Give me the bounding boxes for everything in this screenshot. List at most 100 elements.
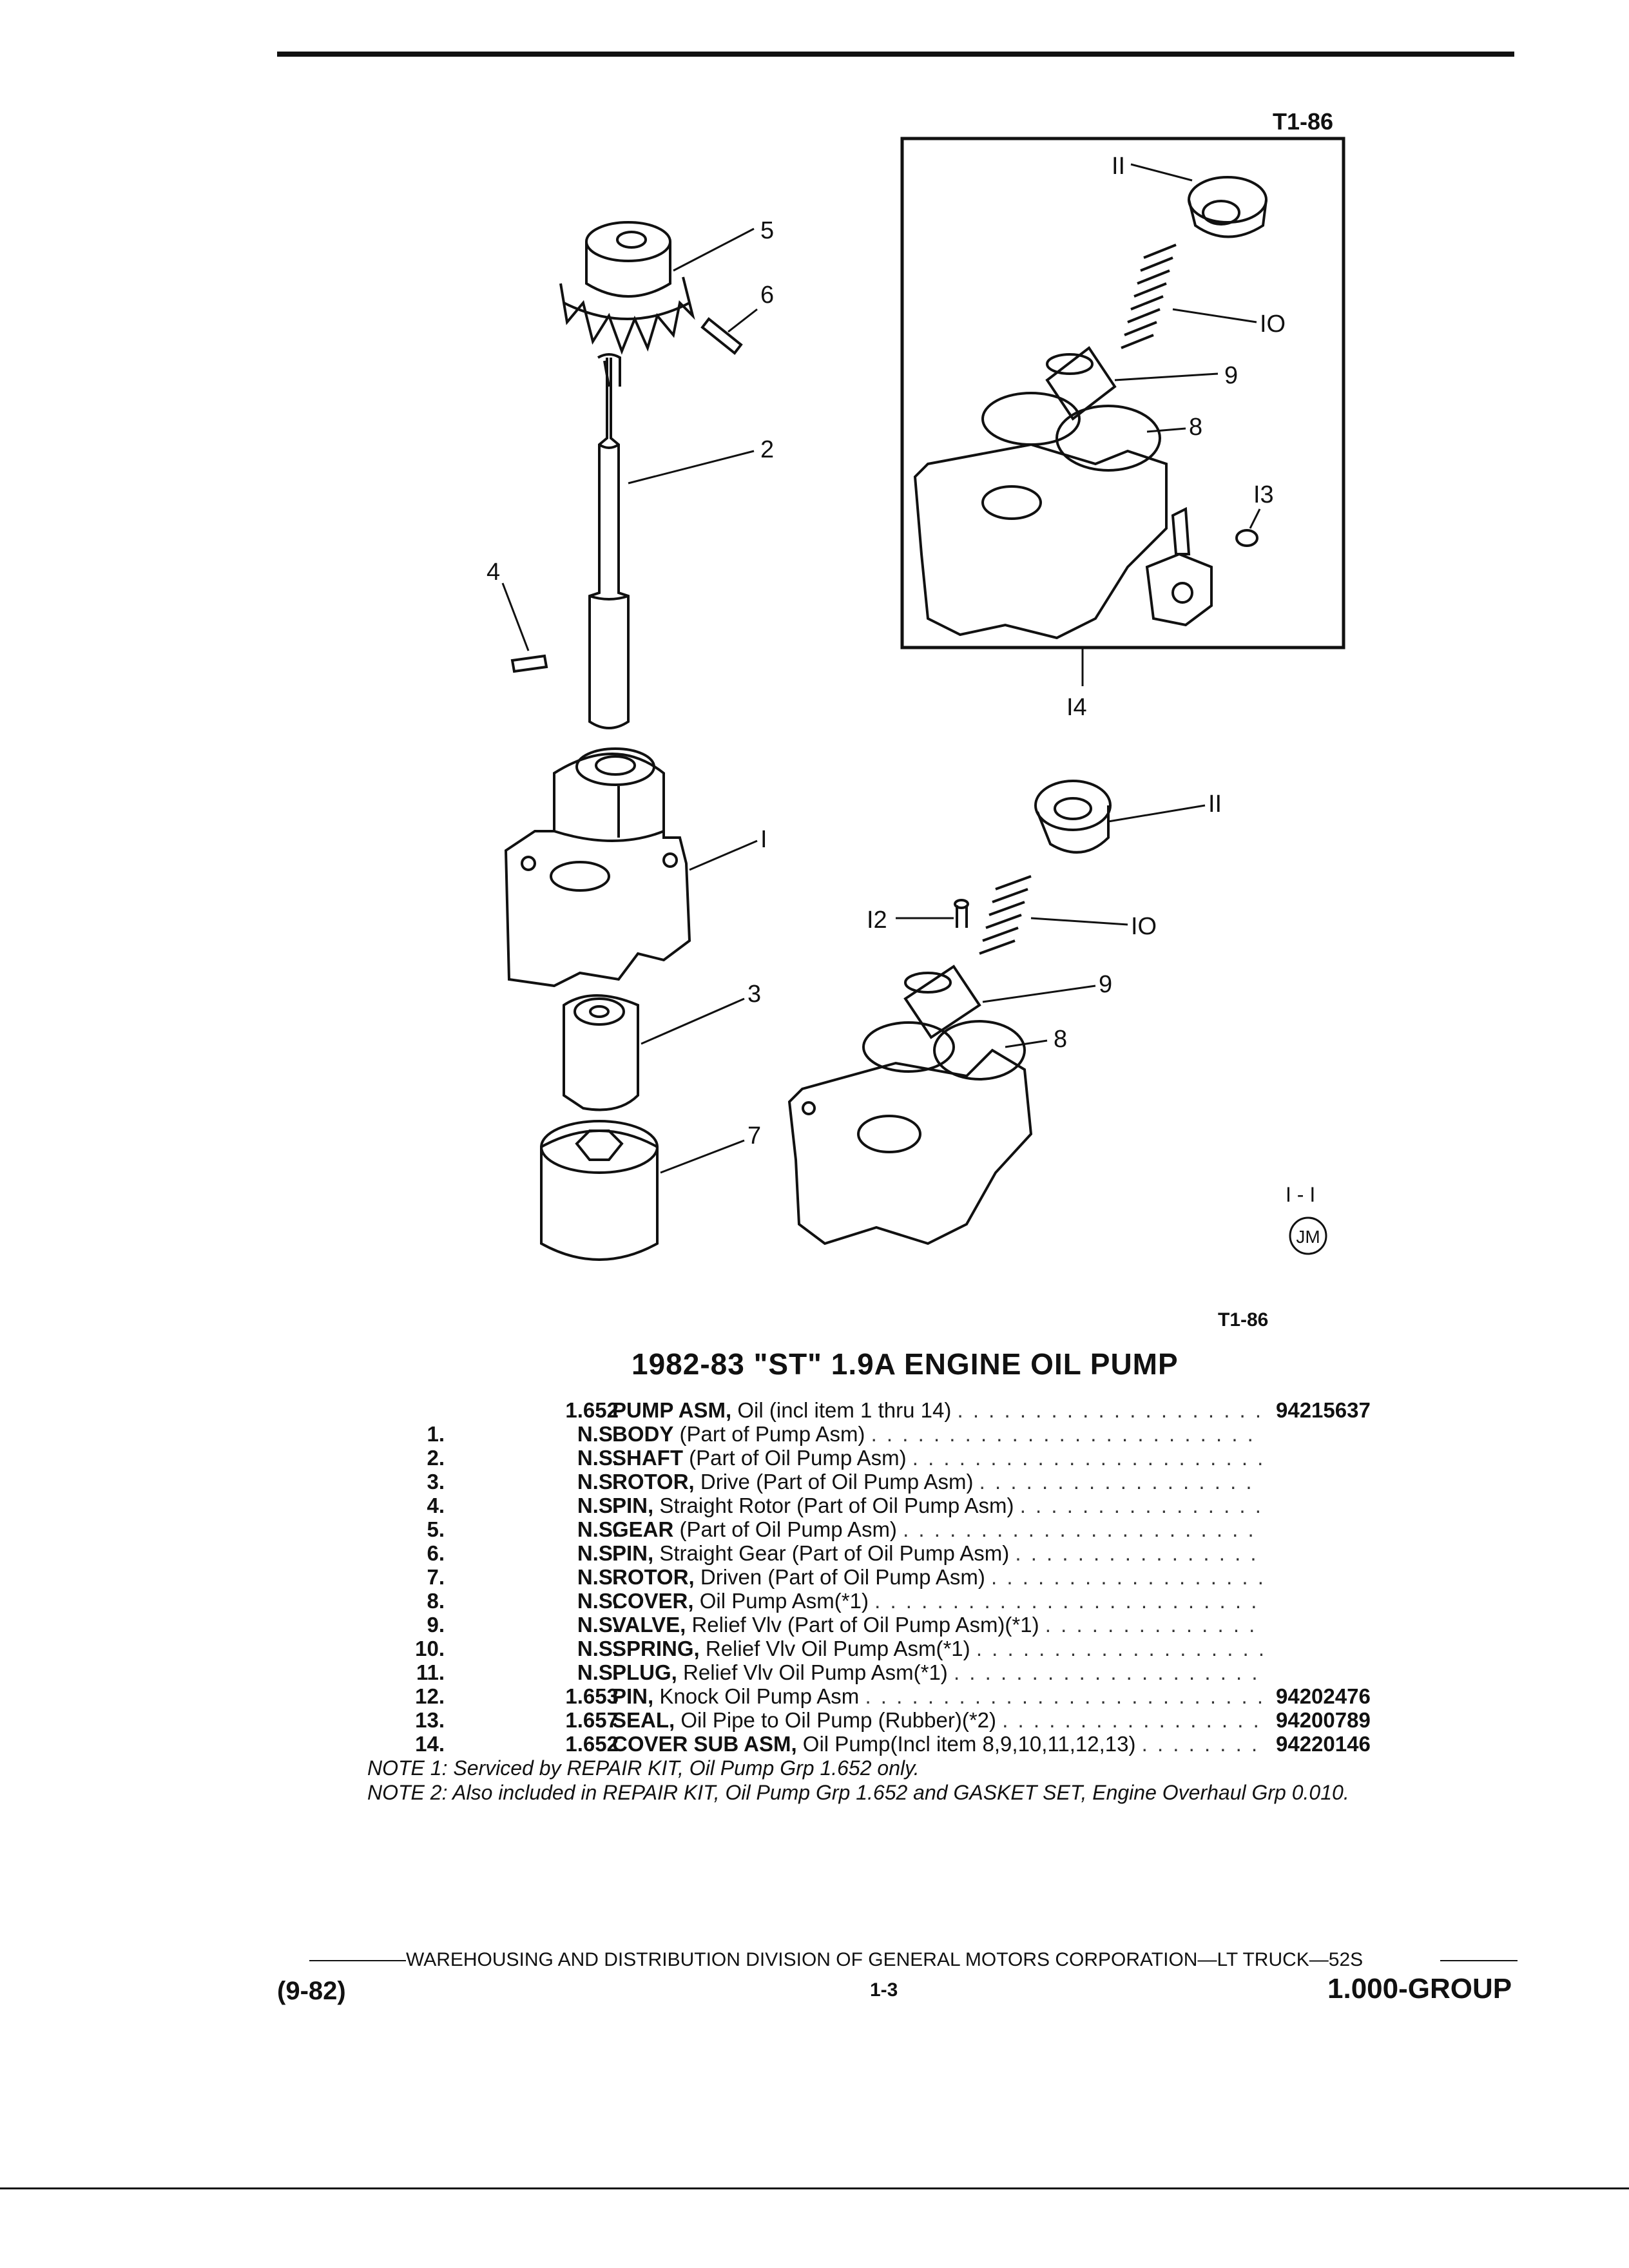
leader-dots: . . . . . . . . . . . . . . . . . . . . … xyxy=(957,1398,1263,1422)
footer-group: 1.000-GROUP xyxy=(1327,1973,1512,2004)
part-index: 2. xyxy=(427,1446,445,1470)
figure-ref-top: T1-86 xyxy=(1273,108,1334,135)
part-detail: Relief Vlv Oil Pump Asm(*1) xyxy=(677,1660,954,1684)
callout-6: 6 xyxy=(760,282,774,309)
leader-dots: . . . . . . . . . . . . . . . . . . . . … xyxy=(912,1446,1263,1470)
part-group: N.S. xyxy=(577,1446,619,1470)
part-name: VALVE, xyxy=(612,1613,686,1637)
footer-rule-right xyxy=(1440,1960,1518,1961)
part-index: 14. xyxy=(415,1732,445,1756)
inset-seal-part xyxy=(1235,529,1258,547)
leader-dots: . . . . . . . . . . . . . . . . . . . . … xyxy=(991,1565,1263,1589)
top-rule xyxy=(277,52,1514,57)
part-group: N.S. xyxy=(577,1589,619,1613)
part-description: ROTOR, Driven (Part of Oil Pump Asm) . .… xyxy=(612,1565,1263,1589)
bottom-rule xyxy=(0,2187,1629,2189)
part-name: PIN, xyxy=(612,1494,654,1517)
part-index: 10. xyxy=(415,1637,445,1660)
callout-14: I4 xyxy=(1066,694,1087,721)
leader-dots: . . . . . . . . . . . . . . . . . . . . … xyxy=(976,1637,1263,1660)
inset-spring-part xyxy=(1121,244,1177,349)
part-index: 13. xyxy=(415,1708,445,1732)
callout-10-inset: IO xyxy=(1260,311,1286,338)
part-name: ROTOR, xyxy=(612,1470,695,1494)
part-name: GEAR xyxy=(612,1517,674,1541)
callout-9: 9 xyxy=(1099,971,1112,998)
part-detail: Relief Vlv (Part of Oil Pump Asm)(*1) xyxy=(686,1613,1045,1637)
straight-gear-pin xyxy=(700,317,743,355)
leader-dots: . . . . . . . . . . . . . . . . . . . . … xyxy=(903,1517,1263,1541)
part-group: N.S. xyxy=(577,1422,619,1446)
callout-13: I3 xyxy=(1253,481,1274,508)
part-index: 4. xyxy=(427,1494,445,1517)
callout-1: I xyxy=(760,826,767,853)
part-detail: Drive (Part of Oil Pump Asm) xyxy=(694,1470,979,1494)
part-name: PUMP ASM, xyxy=(612,1398,732,1422)
part-name: BODY xyxy=(612,1422,674,1446)
oil-pump-exploded-diagram: 5 6 2 4 I 3 7 II IO 9 8 I3 I4 II IO 9 8 … xyxy=(487,137,1345,1261)
notes: NOTE 1: Serviced by REPAIR KIT, Oil Pump… xyxy=(367,1756,1349,1805)
part-description: VALVE, Relief Vlv (Part of Oil Pump Asm)… xyxy=(612,1613,1263,1637)
leader-dots: . . . . . . . . . . . . . . . . . . . . … xyxy=(865,1684,1263,1708)
leader-dots: . . . . . . . . . . . . . . . . . . . . … xyxy=(979,1470,1263,1494)
inset-box xyxy=(900,137,1345,649)
part-index: 11. xyxy=(416,1660,445,1684)
cover-part xyxy=(787,1020,1033,1245)
part-description: ROTOR, Drive (Part of Oil Pump Asm) . . … xyxy=(612,1470,1263,1494)
part-description: SPRING, Relief Vlv Oil Pump Asm(*1) . . … xyxy=(612,1637,1263,1660)
inset-valve-part xyxy=(1045,346,1117,421)
part-description: PUMP ASM, Oil (incl item 1 thru 14) . . … xyxy=(612,1398,1263,1422)
part-detail: (Part of Oil Pump Asm) xyxy=(683,1446,912,1470)
callout-8-inset: 8 xyxy=(1189,414,1202,441)
part-group: N.S. xyxy=(577,1637,619,1660)
part-description: PIN, Straight Gear (Part of Oil Pump Asm… xyxy=(612,1541,1263,1565)
part-number: 94202476 xyxy=(1276,1684,1371,1708)
pump-body-part xyxy=(504,747,691,988)
driven-rotor-part xyxy=(540,1120,659,1261)
leader-dots: . . . . . . . . . . . . . . . . . . . . … xyxy=(874,1589,1263,1613)
callout-2: 2 xyxy=(760,436,774,463)
part-group: N.S. xyxy=(577,1660,619,1684)
part-detail: Oil Pump(Incl item 8,9,10,11,12,13) xyxy=(796,1732,1142,1756)
part-group: N.S. xyxy=(577,1517,619,1541)
part-index: 12. xyxy=(415,1684,445,1708)
leader-dots: . . . . . . . . . . . . . . . . . . . . … xyxy=(871,1422,1263,1446)
jm-mark xyxy=(1289,1216,1327,1255)
part-detail: (Part of Pump Asm) xyxy=(673,1422,871,1446)
inset-assembly-part xyxy=(1145,506,1213,627)
callout-8: 8 xyxy=(1054,1026,1067,1053)
part-name: COVER SUB ASM, xyxy=(612,1732,797,1756)
part-number: 94220146 xyxy=(1276,1732,1371,1756)
page-title: 1982-83 "ST" 1.9A ENGINE OIL PUMP xyxy=(631,1347,1179,1381)
inset-plug-part xyxy=(1188,176,1268,238)
part-index: 9. xyxy=(427,1613,445,1637)
callout-11: II xyxy=(1208,791,1222,818)
part-index: 1. xyxy=(427,1422,445,1446)
part-detail: Knock Oil Pump Asm xyxy=(653,1684,865,1708)
part-description: SEAL, Oil Pipe to Oil Pump (Rubber)(*2) … xyxy=(612,1708,1263,1732)
part-detail: Straight Rotor (Part of Oil Pump Asm) xyxy=(653,1494,1020,1517)
part-number: 94200789 xyxy=(1276,1708,1371,1732)
straight-rotor-pin xyxy=(510,654,548,673)
part-description: GEAR (Part of Oil Pump Asm) . . . . . . … xyxy=(612,1517,1263,1541)
part-index: 5. xyxy=(427,1517,445,1541)
note-1: NOTE 1: Serviced by REPAIR KIT, Oil Pump… xyxy=(367,1756,920,1780)
callout-12: I2 xyxy=(867,907,887,934)
valve-part xyxy=(903,965,981,1039)
part-name: PIN, xyxy=(612,1541,654,1565)
drive-rotor-part xyxy=(563,994,639,1111)
callout-9-inset: 9 xyxy=(1224,362,1238,389)
part-detail: Oil Pump Asm(*1) xyxy=(693,1589,875,1613)
part-detail: Driven (Part of Oil Pump Asm) xyxy=(694,1565,992,1589)
part-detail: Oil Pipe to Oil Pump (Rubber)(*2) xyxy=(675,1708,1003,1732)
plug-part xyxy=(1034,780,1112,854)
part-description: COVER SUB ASM, Oil Pump(Incl item 8,9,10… xyxy=(612,1732,1263,1756)
part-detail: Relief Vlv Oil Pump Asm(*1) xyxy=(699,1637,976,1660)
part-index: 6. xyxy=(427,1541,445,1565)
leader-dots: . . . . . . . . . . . . . . . . . . . . … xyxy=(953,1660,1263,1684)
part-description: BODY (Part of Pump Asm) . . . . . . . . … xyxy=(612,1422,1263,1446)
part-number: 94215637 xyxy=(1276,1398,1371,1422)
part-name: SPRING, xyxy=(612,1637,700,1660)
callout-11-inset: II xyxy=(1112,153,1125,180)
footer-date: (9-82) xyxy=(277,1977,346,2005)
